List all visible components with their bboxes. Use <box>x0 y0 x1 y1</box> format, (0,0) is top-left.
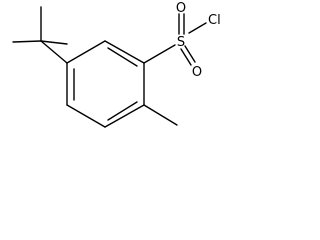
bond-methyl <box>143 104 178 126</box>
ring-bond-2 <box>104 40 145 64</box>
bond-tbu-c-methyl-left <box>12 40 42 43</box>
bond-s-cl <box>188 22 207 34</box>
benzene-ring <box>66 40 145 128</box>
ring-double-bond-inner-3 <box>107 101 138 121</box>
atom-chlorine-label: Cl <box>208 13 221 28</box>
tert-butyl-group <box>12 6 68 64</box>
ring-double-bond-inner-2 <box>107 47 138 67</box>
sulfonyl-chloride-group <box>143 13 207 66</box>
bond-s-o-bottom-1 <box>180 48 192 66</box>
chemical-structure-diagram: S O O Cl <box>12 1 221 128</box>
bond-tbu-c-methyl-right <box>40 40 68 45</box>
atom-sulfur-label: S <box>177 35 185 50</box>
ring-bond-5 <box>66 104 106 128</box>
bond-s-o-bottom-2 <box>184 45 196 63</box>
bond-ring-sulfur <box>143 44 176 64</box>
atom-oxygen-bottom-label: O <box>192 65 202 80</box>
bond-tbu-c-ring <box>40 40 68 64</box>
ring-bond-4 <box>104 104 145 128</box>
atom-oxygen-top-label: O <box>176 1 186 16</box>
ring-bond-1 <box>66 40 106 64</box>
